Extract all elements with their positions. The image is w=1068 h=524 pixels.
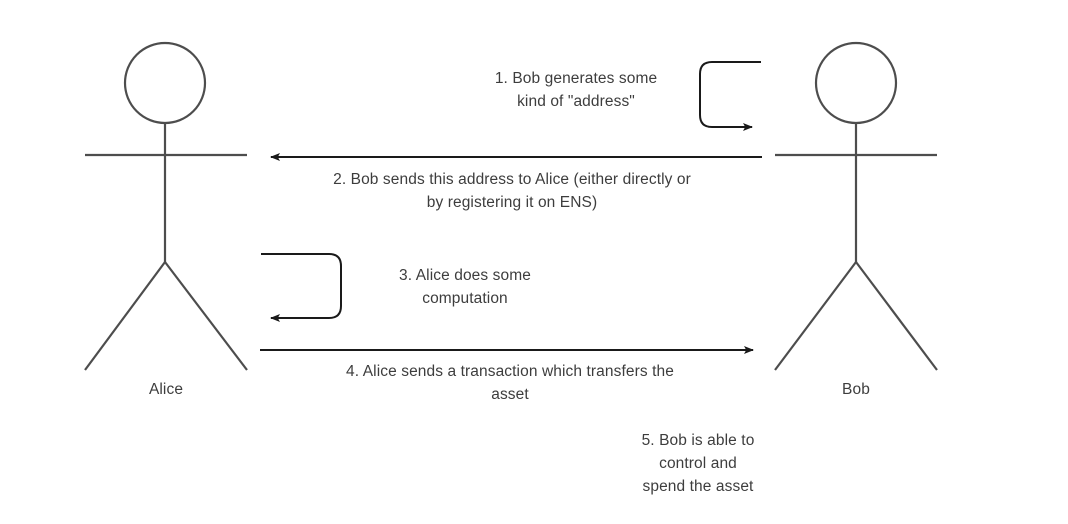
step-2-label: 2. Bob sends this address to Alice (eith… bbox=[333, 171, 691, 211]
step-5-label: 5. Bob is able to control and spend the … bbox=[641, 432, 755, 495]
alice-leg-right bbox=[164, 261, 248, 371]
actor-alice bbox=[84, 41, 248, 371]
actor-label-alice: Alice bbox=[148, 381, 184, 398]
step-3-self-loop-arrow bbox=[261, 253, 342, 322]
actor-label-bob: Bob bbox=[842, 381, 870, 398]
step-3-label: 3. Alice does some computation bbox=[399, 267, 531, 307]
step-4-label: 4. Alice sends a transaction which trans… bbox=[346, 363, 674, 403]
actor-bob bbox=[774, 41, 938, 371]
alice-leg-left bbox=[84, 261, 166, 371]
step-1-label: 1. Bob generates some kind of "address" bbox=[494, 70, 658, 110]
step-1-self-loop-arrow bbox=[699, 61, 761, 131]
bob-leg-left bbox=[774, 261, 857, 371]
bob-leg-right bbox=[855, 261, 938, 371]
alice-head-icon bbox=[123, 41, 207, 125]
bob-head-icon bbox=[814, 41, 898, 125]
